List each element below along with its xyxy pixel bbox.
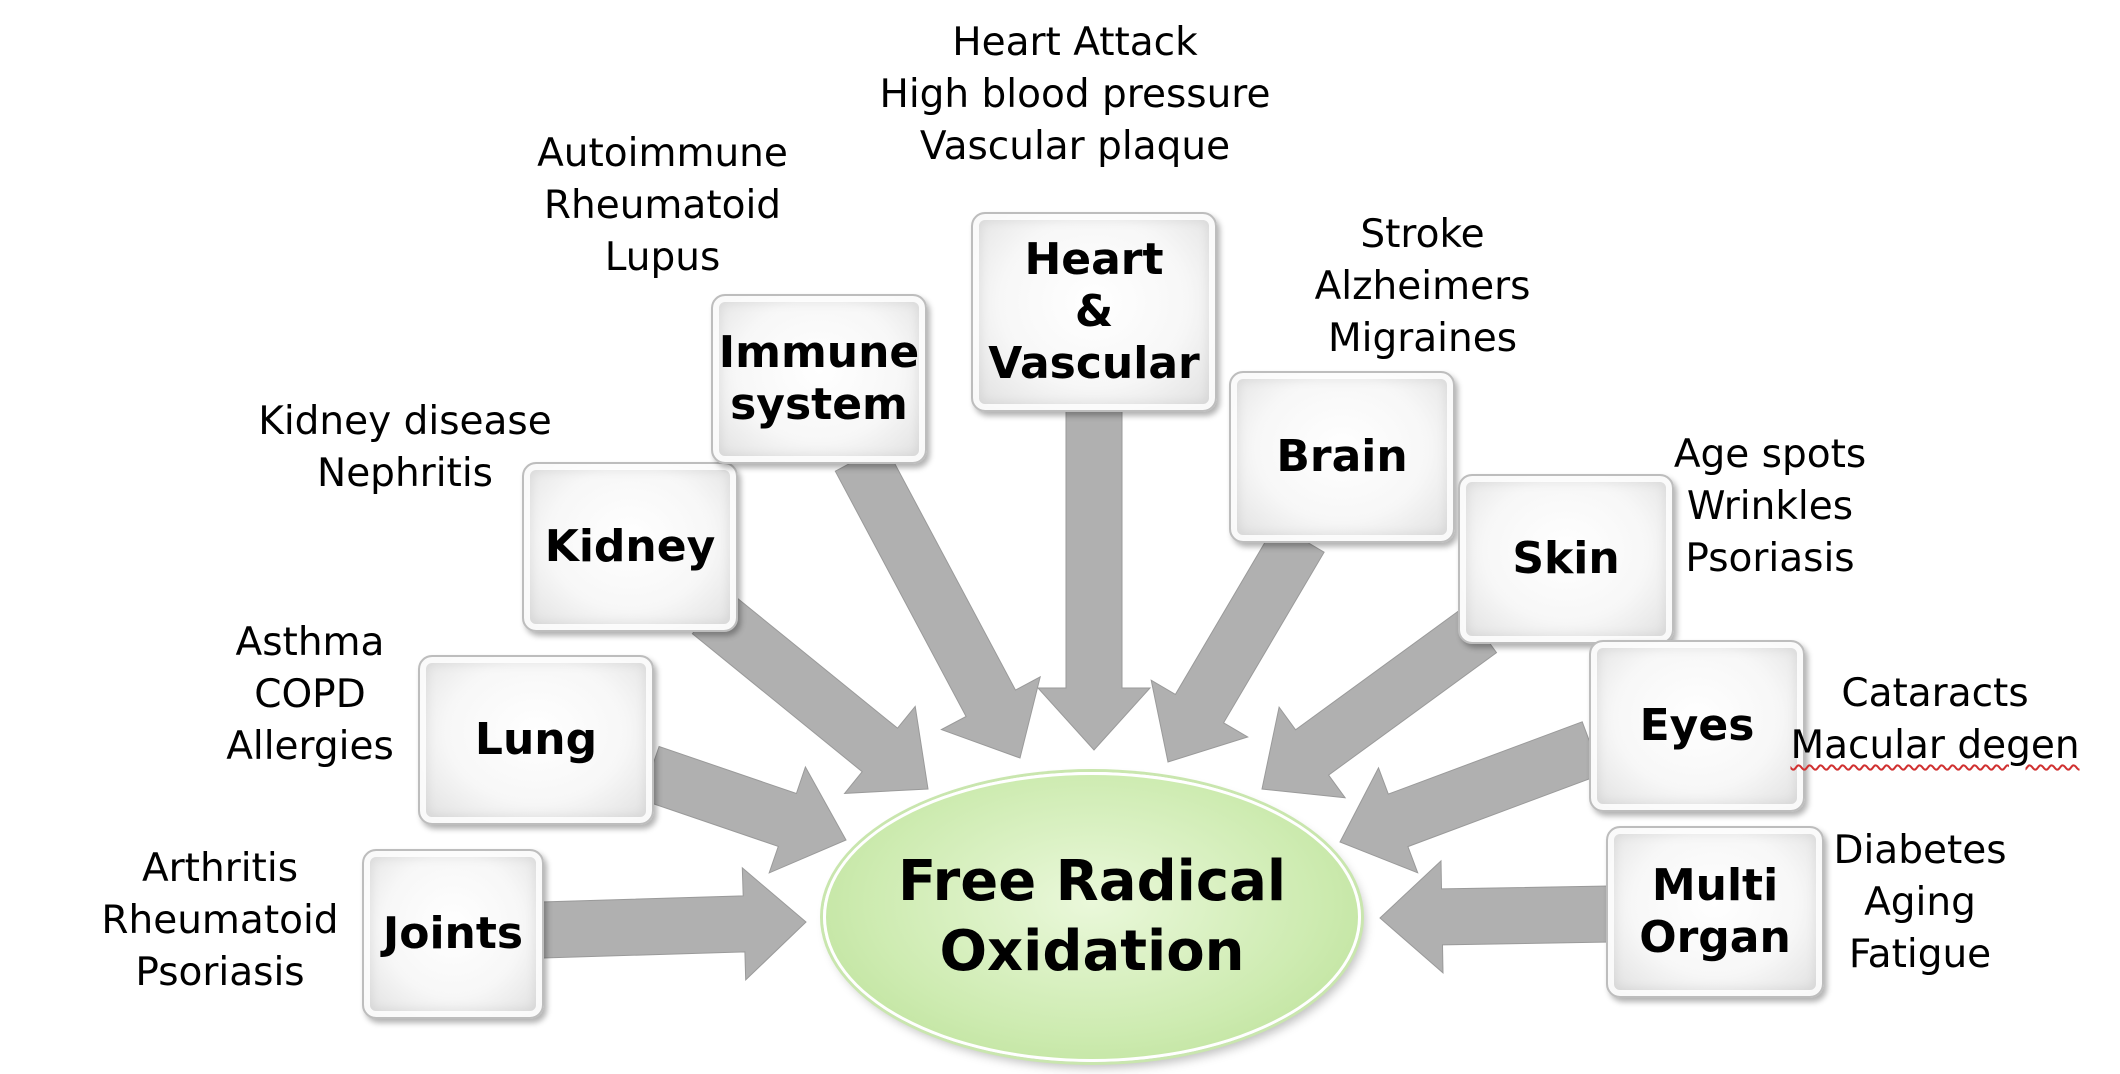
- note-line: Asthma: [235, 620, 385, 665]
- organ-notes-joints: Arthritis Rheumatoid Psoriasis: [80, 843, 360, 999]
- arrow-heart-vascular: [1036, 409, 1152, 751]
- note-line: Rheumatoid: [101, 898, 339, 943]
- organ-label-line-2: system: [730, 379, 908, 430]
- note-line: Diabetes: [1833, 828, 2007, 873]
- note-line: Vascular plaque: [919, 124, 1231, 169]
- organ-label-line-2: &: [1074, 286, 1114, 338]
- note-line: Rheumatoid: [543, 183, 782, 228]
- organ-box-joints: Joints: [362, 849, 544, 1019]
- note-line: Psoriasis: [135, 950, 305, 995]
- arrow-joints: [540, 866, 807, 982]
- organ-notes-kidney: Kidney disease Nephritis: [250, 396, 560, 500]
- organ-box-skin: Skin: [1458, 474, 1674, 644]
- note-line: Kidney disease: [258, 399, 552, 444]
- note-line: Stroke: [1360, 212, 1485, 257]
- organ-notes-immune-system: Autoimmune Rheumatoid Lupus: [520, 128, 805, 284]
- note-line: Macular degen: [1790, 720, 2080, 772]
- note-line: Allergies: [226, 724, 394, 769]
- note-line: Lupus: [604, 235, 721, 280]
- arrow-multi-organ: [1379, 859, 1612, 975]
- organ-label-line-1: Immune: [718, 327, 920, 379]
- organ-box-brain: Brain: [1229, 371, 1455, 543]
- note-line: Cataracts: [1841, 671, 2029, 716]
- organ-label: Brain: [1276, 431, 1408, 483]
- organ-box-multi-organ: Multi Organ: [1606, 826, 1824, 998]
- arrow-lung: [640, 745, 847, 874]
- note-line: Nephritis: [317, 451, 493, 496]
- arrow-immune-system: [834, 444, 1041, 759]
- organ-notes-heart-vascular: Heart Attack High blood pressure Vascula…: [850, 17, 1300, 173]
- organ-notes-skin: Age spots Wrinkles Psoriasis: [1640, 429, 1900, 585]
- organ-box-immune-system: Immune system: [711, 294, 927, 464]
- organ-label-line-3: Vascular: [988, 337, 1200, 389]
- organ-notes-multi-organ: Diabetes Aging Fatigue: [1810, 825, 2030, 981]
- organ-box-heart-vascular: Heart & Vascular: [971, 212, 1217, 412]
- note-line: Age spots: [1673, 432, 1867, 477]
- organ-label-line-2: Organ: [1639, 912, 1791, 963]
- note-line: Wrinkles: [1686, 484, 1854, 529]
- free-radical-oxidation-node: Free Radical Oxidation: [823, 772, 1361, 1062]
- organ-label: Skin: [1512, 533, 1620, 585]
- organ-label-line-1: Multi: [1651, 860, 1779, 912]
- note-line: Psoriasis: [1685, 536, 1855, 581]
- arrow-skin: [1261, 606, 1498, 799]
- misspelled-word: Macular degen: [1790, 723, 2080, 768]
- organ-box-kidney: Kidney: [522, 462, 738, 632]
- organ-box-eyes: Eyes: [1589, 640, 1805, 812]
- organ-label-line-1: Heart: [1024, 234, 1164, 286]
- arrow-brain: [1150, 523, 1325, 763]
- organ-box-lung: Lung: [418, 655, 654, 825]
- note-line: Arthritis: [141, 846, 299, 891]
- organ-notes-eyes: Cataracts Macular degen: [1790, 668, 2080, 772]
- note-line: Aging: [1864, 880, 1976, 925]
- note-line: Alzheimers: [1314, 264, 1531, 309]
- organ-label: Joints: [382, 908, 524, 960]
- center-label-line-1: Free Radical: [897, 849, 1287, 914]
- note-line: High blood pressure: [879, 72, 1271, 117]
- arrow-eyes: [1339, 721, 1603, 874]
- note-line: COPD: [254, 672, 366, 717]
- arrow-kidney: [691, 589, 929, 794]
- organ-label: Lung: [474, 714, 598, 766]
- center-label-line-2: Oxidation: [939, 919, 1245, 984]
- organ-label: Eyes: [1639, 700, 1755, 752]
- organ-notes-lung: Asthma COPD Allergies: [200, 617, 420, 773]
- note-line: Heart Attack: [952, 20, 1198, 65]
- organ-label: Kidney: [544, 521, 716, 573]
- note-line: Autoimmune: [537, 131, 788, 176]
- organ-notes-brain: Stroke Alzheimers Migraines: [1290, 209, 1555, 365]
- note-line: Migraines: [1327, 316, 1518, 361]
- note-line: Fatigue: [1848, 932, 1992, 977]
